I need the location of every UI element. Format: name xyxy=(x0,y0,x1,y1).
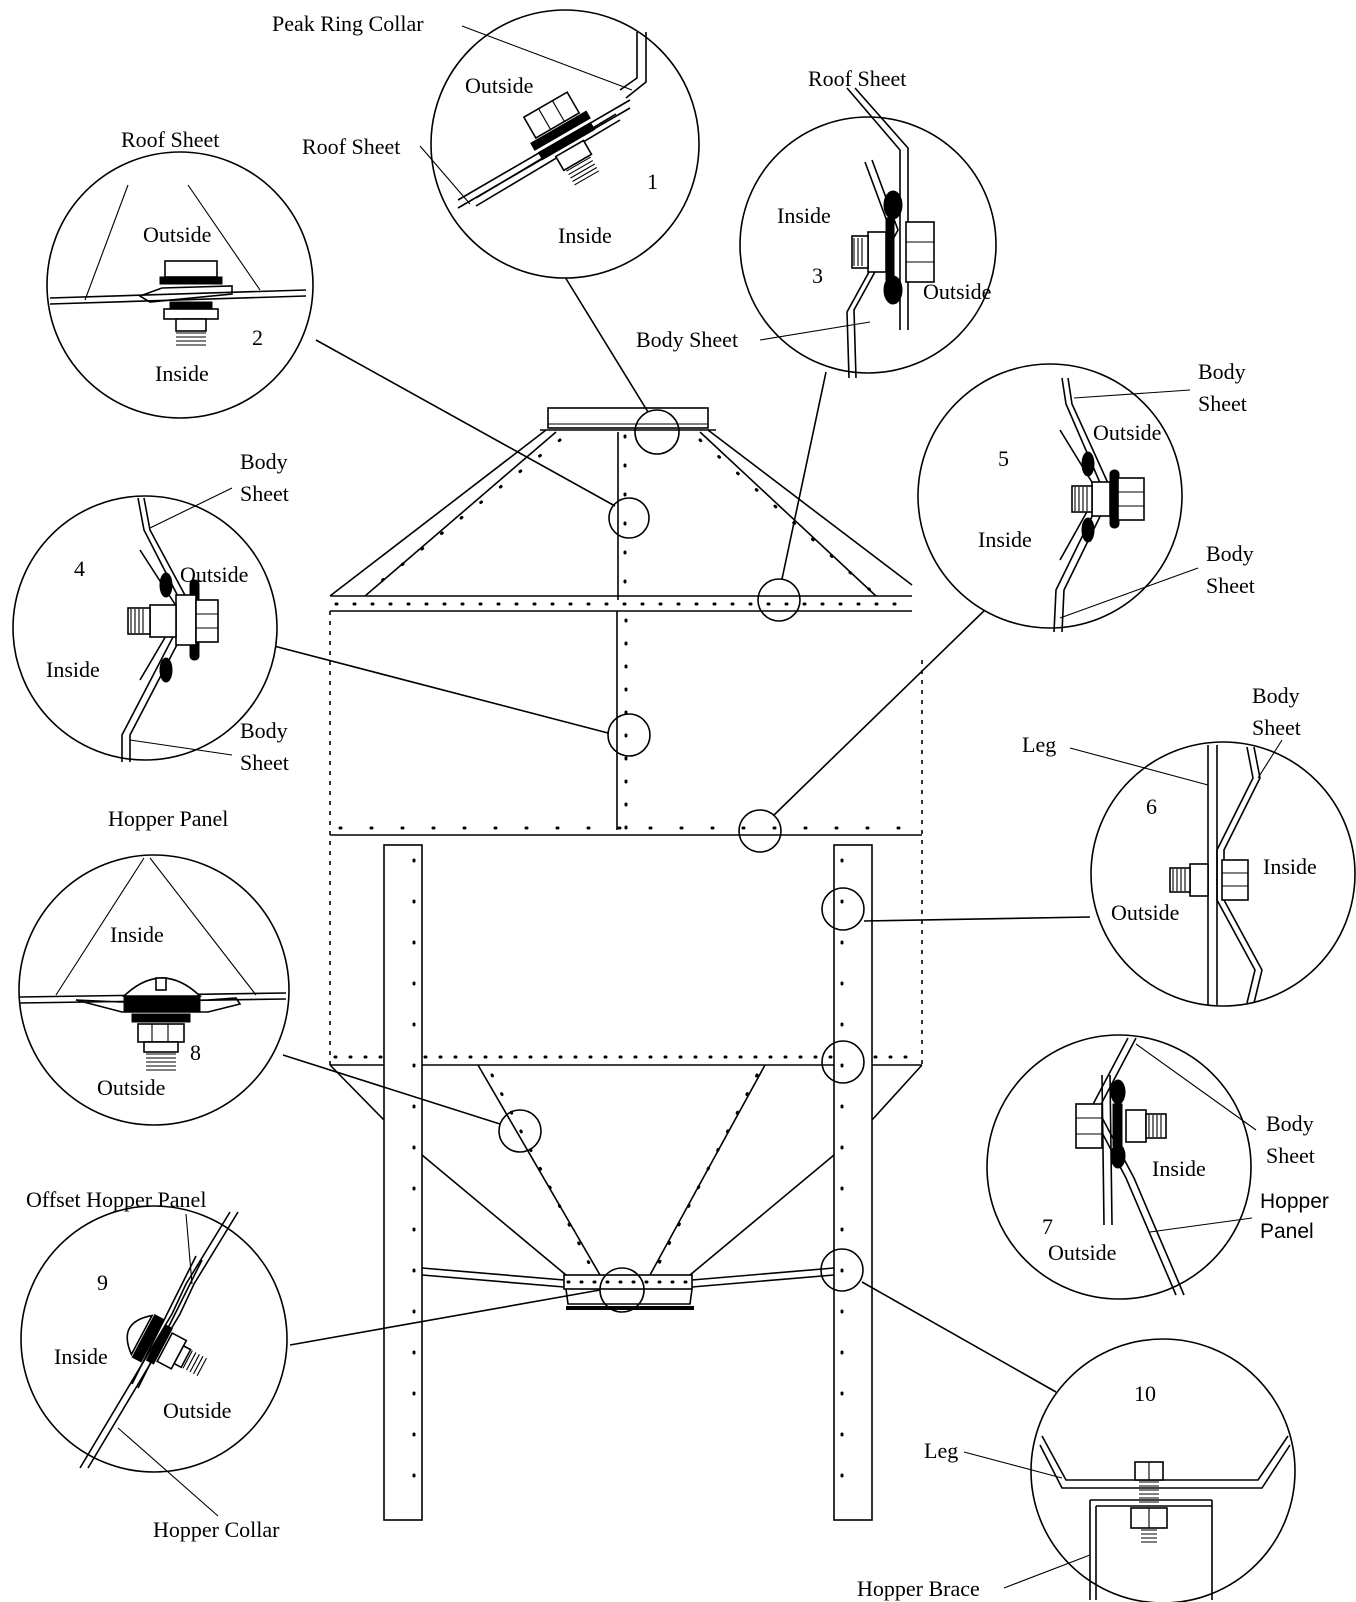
marker-1 xyxy=(634,409,680,455)
detail-1: Outside Inside 1 Peak Ring Collar Roof S… xyxy=(272,9,700,279)
body-ring-upper xyxy=(329,611,923,1065)
d9-inside-label: Inside xyxy=(54,1344,108,1369)
detail-7: Body Sheet Inside 7 Outside Hopper Panel xyxy=(986,1034,1329,1300)
detail-2: Roof Sheet Outside Inside 2 xyxy=(46,127,314,419)
d1-number: 1 xyxy=(647,169,658,194)
d8-inside-label: Inside xyxy=(110,922,164,947)
d8-outside-label: Outside xyxy=(97,1075,165,1100)
marker-5 xyxy=(738,809,782,853)
hopper-collar xyxy=(563,1274,694,1310)
d10-hopper-brace-label: Hopper Brace xyxy=(857,1576,980,1601)
bin-main-view xyxy=(273,276,1091,1521)
d2-outside-label: Outside xyxy=(143,222,211,247)
marker-10 xyxy=(820,1248,864,1292)
d6-number: 6 xyxy=(1146,794,1157,819)
d8-hopper-panel-label: Hopper Panel xyxy=(108,806,228,831)
d5-outside-label: Outside xyxy=(1093,420,1161,445)
d9-offset-hopper-panel-label: Offset Hopper Panel xyxy=(26,1187,206,1212)
detail-3: Roof Sheet Inside 3 Outside Body Sheet xyxy=(636,66,997,379)
d1-roof-sheet-label: Roof Sheet xyxy=(302,134,400,159)
d7-hopper-2: Panel xyxy=(1260,1220,1314,1243)
leg-right xyxy=(833,844,873,1521)
d5-body-top-2: Sheet xyxy=(1198,391,1247,416)
marker-3 xyxy=(757,578,801,622)
detail-6: Body Sheet Leg 6 Inside Outside xyxy=(1022,683,1356,1007)
d4-outside-label: Outside xyxy=(180,562,248,587)
marker-8 xyxy=(498,1109,542,1153)
d4-inside-label: Inside xyxy=(46,657,100,682)
d1-inside-label: Inside xyxy=(558,223,612,248)
d3-roof-sheet-label: Roof Sheet xyxy=(808,66,906,91)
d4-body-bot-1: Body xyxy=(240,718,288,743)
d9-outside-label: Outside xyxy=(163,1398,231,1423)
d4-body-top-1: Body xyxy=(240,449,288,474)
peak-ring-collar xyxy=(540,407,716,431)
detail-5: Body Sheet 5 Outside Inside Body Sheet xyxy=(917,359,1255,633)
d6-body-2: Sheet xyxy=(1252,715,1301,740)
d3-inside-label: Inside xyxy=(777,203,831,228)
leg-left xyxy=(383,844,423,1521)
hopper-braces xyxy=(421,1267,835,1288)
d6-leg-label: Leg xyxy=(1022,732,1056,757)
d7-hopper-1: Hopper xyxy=(1260,1190,1329,1213)
d2-inside-label: Inside xyxy=(155,361,209,386)
d7-body-1: Body xyxy=(1266,1111,1314,1136)
d1-peak-ring-collar-label: Peak Ring Collar xyxy=(272,11,424,36)
d4-body-bot-2: Sheet xyxy=(240,750,289,775)
d6-body-1: Body xyxy=(1252,683,1300,708)
hopper xyxy=(329,1064,923,1276)
d10-leg-label: Leg xyxy=(924,1438,958,1463)
detail-8: Hopper Panel Inside 8 Outside xyxy=(18,806,290,1126)
d5-body-top-1: Body xyxy=(1198,359,1246,384)
d5-body-bot-1: Body xyxy=(1206,541,1254,566)
detail-4: Body Sheet 4 Outside Inside Body Sheet xyxy=(12,449,289,775)
marker-7 xyxy=(821,1040,865,1084)
d7-outside-label: Outside xyxy=(1048,1240,1116,1265)
eave-band xyxy=(330,595,912,612)
d5-inside-label: Inside xyxy=(978,527,1032,552)
d4-number: 4 xyxy=(74,556,85,581)
marker-4 xyxy=(607,713,651,757)
d8-number: 8 xyxy=(190,1040,201,1065)
d6-inside-label: Inside xyxy=(1263,854,1317,879)
d9-hopper-collar-label: Hopper Collar xyxy=(153,1517,280,1542)
d9-number: 9 xyxy=(97,1270,108,1295)
d5-number: 5 xyxy=(998,446,1009,471)
body-ring-lower xyxy=(330,1055,922,1066)
d2-number: 2 xyxy=(252,325,263,350)
d7-inside-label: Inside xyxy=(1152,1156,1206,1181)
leader-lines xyxy=(273,276,1091,1393)
marker-6 xyxy=(821,887,865,931)
detail-10: 10 Leg Hopper Brace xyxy=(857,1338,1296,1602)
d7-body-2: Sheet xyxy=(1266,1143,1315,1168)
marker-2 xyxy=(608,497,650,539)
d3-body-sheet-label: Body Sheet xyxy=(636,327,738,352)
d10-number: 10 xyxy=(1134,1381,1156,1406)
location-markers xyxy=(498,409,865,1313)
d3-number: 3 xyxy=(812,263,823,288)
d4-body-top-2: Sheet xyxy=(240,481,289,506)
d6-outside-label: Outside xyxy=(1111,900,1179,925)
d2-roof-sheet-label: Roof Sheet xyxy=(121,127,219,152)
detail-9: Offset Hopper Panel 9 Inside Outside Hop… xyxy=(20,1187,288,1542)
d5-body-bot-2: Sheet xyxy=(1206,573,1255,598)
roof-cone xyxy=(329,429,913,602)
d1-outside-label: Outside xyxy=(465,73,533,98)
d7-number: 7 xyxy=(1042,1214,1053,1239)
d3-outside-label: Outside xyxy=(923,279,991,304)
